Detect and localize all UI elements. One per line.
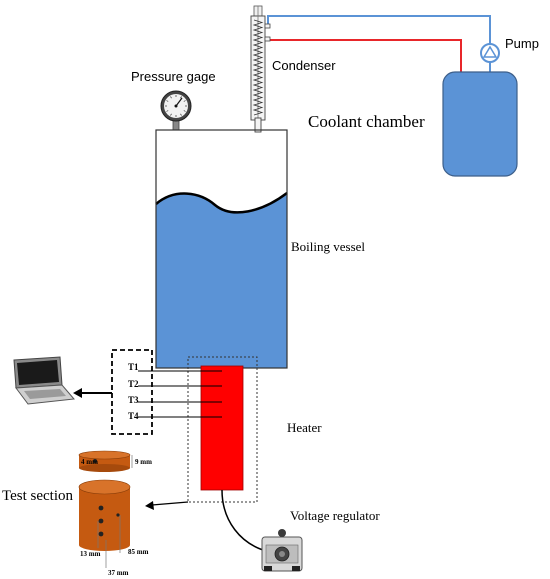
condenser-label: Condenser — [272, 58, 336, 73]
disk-thickness-dimension: 9 mm — [135, 458, 152, 466]
voltage-regulator-icon — [261, 529, 303, 572]
hole-spacing-dimension: 13 mm — [80, 550, 101, 558]
gage-tick — [166, 110, 169, 112]
condenser — [250, 5, 271, 133]
laptop-icon — [13, 356, 75, 405]
coolant-chamber-label: Coolant chamber — [308, 112, 425, 131]
heater-label: Heater — [287, 420, 322, 435]
boiling-vessel — [155, 129, 288, 369]
gage-tick — [183, 100, 186, 102]
gage-tick — [170, 96, 172, 99]
test-section-label: Test section — [2, 488, 74, 504]
pressure-gage-icon — [160, 90, 192, 131]
gage-tick — [180, 96, 182, 99]
disk-hole-dimension: 4 mm — [81, 458, 98, 466]
gage-tick — [166, 100, 169, 102]
voltage-regulator-label: Voltage regulator — [290, 508, 380, 523]
heater — [200, 365, 244, 491]
thermocouple-wires — [138, 370, 222, 418]
pressure-gage-label: Pressure gage — [131, 69, 216, 84]
height-dimension: 85 mm — [128, 548, 149, 556]
test-disk — [78, 450, 131, 472]
coolant-return-line — [267, 15, 491, 44]
coolant-chamber — [442, 71, 518, 177]
laptop-arrow — [73, 388, 112, 398]
test-cylinder — [78, 479, 131, 551]
thermocouple-t2-label: T2 — [128, 379, 139, 389]
test-section-arrow — [145, 501, 189, 510]
thermocouple-t4-label: T4 — [128, 411, 139, 421]
depth-dimension: 37 mm — [108, 569, 129, 577]
gage-tick — [170, 113, 172, 116]
thermocouple-t1-label: T1 — [128, 362, 139, 372]
pump-label: Pump — [505, 36, 539, 51]
gage-tick — [180, 113, 182, 116]
thermocouple-t3-label: T3 — [128, 395, 139, 405]
gage-tick — [183, 110, 186, 112]
heater-cable — [221, 489, 271, 553]
thermocouple-box — [111, 349, 153, 435]
pump-icon — [480, 43, 500, 72]
cylinder-dimension-lines — [97, 515, 121, 568]
boiling-vessel-label: Boiling vessel — [291, 239, 365, 254]
